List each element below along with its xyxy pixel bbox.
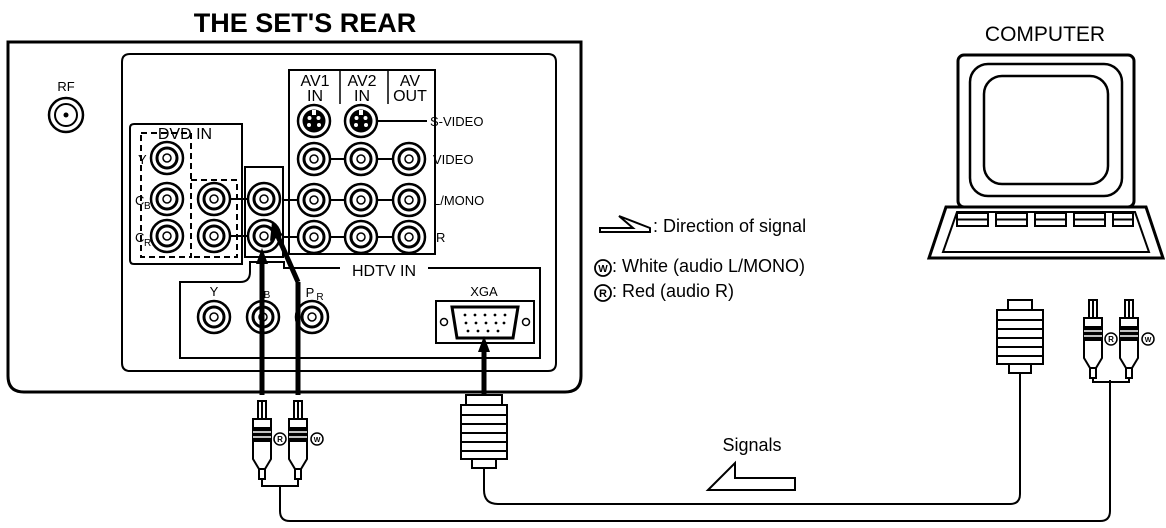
panel-title: THE SET'S REAR	[194, 8, 416, 38]
audio-cable	[279, 380, 1111, 522]
rca-plug-red-computer	[1083, 299, 1103, 379]
hdtv-pr-label: P	[306, 285, 315, 300]
rca-plug-red-tv	[252, 400, 272, 480]
signals-arrow-icon	[705, 460, 796, 491]
audio-cable-arrows	[256, 222, 301, 395]
svg-text:R: R	[277, 435, 283, 444]
dvd-y-jack	[149, 140, 185, 176]
white-mark-icon	[594, 259, 612, 277]
rca-plug-white-computer	[1119, 299, 1139, 379]
avout-lmono-jack	[391, 182, 427, 218]
avout-video-jack	[391, 141, 427, 177]
av2-video-jack	[343, 141, 379, 177]
dvd-cr-label: C	[135, 230, 144, 245]
legend-direction: : Direction of signal	[653, 216, 806, 236]
svg-text:R: R	[599, 288, 607, 300]
dvd-in-label: DVD IN	[158, 126, 212, 143]
avout-label-bottom: OUT	[393, 88, 427, 105]
dvd-cb-jack	[149, 181, 185, 217]
signals-label: Signals	[722, 435, 781, 455]
av1-label-bottom: IN	[307, 88, 323, 105]
jack-inner-panel	[121, 53, 557, 372]
pc-audio-l-jack	[246, 181, 282, 217]
computer-icon	[926, 53, 1166, 260]
av2-label-top: AV2	[347, 73, 376, 90]
red-mark-icon	[594, 284, 612, 302]
vga-plug-tv	[460, 394, 508, 469]
rca-plug-white-tv	[288, 400, 308, 480]
avout-label-top: AV	[400, 73, 420, 90]
av-block-outline	[288, 69, 436, 255]
av1-video-jack	[296, 141, 332, 177]
lmono-label: L/MONO	[433, 193, 484, 208]
avout-r-jack	[391, 219, 427, 255]
legend-white: : White (audio L/MONO)	[612, 256, 805, 276]
plug-white-mark-computer	[1141, 332, 1155, 346]
dvd-in-outline	[129, 123, 243, 265]
dvd-cb-audio-jack	[196, 181, 232, 217]
hdtv-in-outline	[179, 261, 541, 359]
dvd-cr-sub: R	[144, 238, 151, 249]
direction-arrow-icon	[599, 215, 651, 233]
xga-port	[435, 300, 535, 344]
computer-label: COMPUTER	[985, 23, 1105, 46]
dvd-y-label: Y	[138, 152, 147, 167]
vga-cable	[483, 372, 1021, 505]
dvd-cr-audio-jack	[196, 218, 232, 254]
rf-jack	[47, 96, 85, 134]
av1-lmono-jack	[296, 182, 332, 218]
hdtv-y-label: Y	[210, 284, 219, 299]
xga-label: XGA	[470, 284, 498, 299]
av2-label-bottom: IN	[354, 88, 370, 105]
svideo-label: S-VIDEO	[430, 114, 483, 129]
vga-cable-arrow	[478, 336, 490, 395]
plug-red-mark-computer	[1104, 332, 1118, 346]
r-label: R	[436, 230, 445, 245]
hdtv-in-label: HDTV IN	[352, 263, 416, 280]
plug-red-mark-tv	[273, 432, 287, 446]
hdtv-pr-jack	[294, 299, 330, 335]
plug-white-mark-tv	[310, 432, 324, 446]
dvd-cb-sub: B	[144, 201, 151, 212]
av1-svideo-jack	[296, 103, 332, 139]
legend-red: : Red (audio R)	[612, 281, 734, 301]
svg-text:R: R	[1108, 335, 1114, 344]
hdtv-pb-sub: B	[264, 290, 271, 301]
svg-text:W: W	[314, 437, 321, 444]
hdtv-pr-sub: R	[316, 292, 323, 303]
av2-svideo-jack	[343, 103, 379, 139]
hdtv-y-jack	[196, 299, 232, 335]
av2-r-jack	[343, 219, 379, 255]
video-label: VIDEO	[433, 152, 473, 167]
av1-label-top: AV1	[300, 73, 329, 90]
vga-plug-computer	[996, 299, 1044, 374]
av1-r-jack	[296, 219, 332, 255]
svg-text:W: W	[598, 264, 608, 275]
av2-lmono-jack	[343, 182, 379, 218]
svg-text:W: W	[1145, 337, 1152, 344]
rf-label: RF	[57, 79, 74, 94]
dvd-cr-jack	[149, 218, 185, 254]
dvd-cb-label: C	[135, 193, 144, 208]
